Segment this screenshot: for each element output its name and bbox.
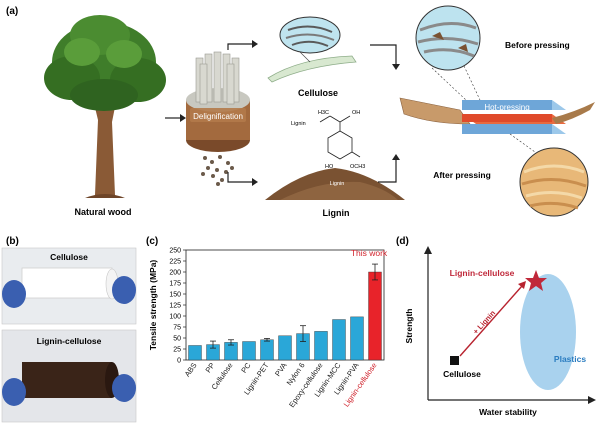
after-pressing-caption: After pressing (433, 170, 491, 180)
y-tick-label: 150 (169, 292, 181, 299)
chem-h3c-label: H3C (318, 110, 329, 116)
hot-press (399, 97, 595, 134)
y-axis-arrowhead (424, 246, 432, 254)
y-tick-label: 0 (177, 358, 181, 365)
strength-stability-diagram: (d) Strength Water stability Plastics + … (396, 236, 596, 417)
lignin-structure (319, 115, 361, 160)
y-tick-label: 200 (169, 270, 181, 277)
tree-illustration (44, 15, 166, 198)
lignin-arrow (459, 285, 523, 357)
panel-b: (b) Cellulose Lignin-cellulose (0, 232, 140, 425)
bar-lignin-cellulose (368, 271, 382, 361)
cellulose-marker (450, 356, 459, 365)
star-marker (525, 270, 547, 291)
bar-pva (278, 335, 292, 361)
panel-a-illustration: (a) Natural wood (6, 5, 595, 218)
diagram-x-label: Water stability (479, 407, 537, 417)
natural-wood-caption: Natural wood (74, 207, 131, 217)
panel-a-label: (a) (6, 6, 18, 17)
chem-och3-label: OCH3 (350, 164, 365, 170)
this-work-annotation: This work (351, 248, 388, 258)
after-pressing-magnifier (509, 133, 589, 217)
delignification-block (186, 51, 250, 186)
lignin-arrowhead (518, 281, 526, 289)
cellulose-photo-caption: Cellulose (50, 252, 88, 262)
arrow-to-lignin (227, 172, 258, 186)
chem-ho-label: HO (325, 164, 334, 170)
panel-d-label: (d) (396, 236, 409, 247)
y-axis-label: Tensile strength (MPa) (148, 260, 158, 351)
panel-d: (d) Strength Water stability Plastics + … (390, 232, 600, 425)
panel-b-label: (b) (6, 236, 19, 247)
panel-a: (a) Natural wood (6, 5, 595, 218)
arrow-cellulose-to-press (370, 44, 400, 70)
arrow-lignin-to-press (378, 154, 400, 183)
y-tick-label: 125 (169, 303, 181, 310)
x-axis-arrowhead (588, 396, 596, 404)
before-pressing-caption: Before pressing (505, 40, 570, 50)
chem-lignin-label: Lignin (291, 121, 306, 127)
cellulose-illustration (267, 16, 357, 83)
plastics-region (520, 274, 576, 390)
y-tick-label: 225 (169, 259, 181, 266)
bar-lignin-pet (260, 339, 274, 361)
lignin-cellulose-photo-caption: Lignin-cellulose (37, 336, 102, 346)
y-tick-label: 25 (173, 347, 181, 354)
bar-lignin-pva (350, 316, 364, 361)
x-tick-label: PP (204, 361, 217, 374)
cellulose-point-label: Cellulose (443, 369, 481, 379)
chem-oh-label: OH (352, 110, 360, 116)
diagram-axes (427, 252, 590, 401)
x-tick-label: ABS (183, 361, 199, 378)
y-tick-label: 50 (173, 336, 181, 343)
y-tick-label: 250 (169, 248, 181, 255)
x-tick-label: PC (239, 361, 253, 375)
arrow-tree-to-block (165, 114, 186, 122)
y-tick-label: 100 (169, 314, 181, 321)
chem-lignin2-label: Lignin (330, 181, 345, 187)
bar-abs (188, 345, 202, 361)
delignification-label: Delignification (193, 112, 243, 121)
bar-pc (242, 341, 256, 361)
y-tick-label: 175 (169, 281, 181, 288)
y-tick-label: 75 (173, 325, 181, 332)
plastics-label: Plastics (554, 354, 586, 364)
lignin-cellulose-point-label: Lignin-cellulose (450, 268, 515, 278)
lignin-caption: Lignin (323, 208, 350, 218)
diagram-y-label: Strength (404, 309, 414, 344)
lignin-pile (265, 168, 405, 200)
bar-epoxy-cellulose (314, 331, 328, 361)
panel-c-label: (c) (146, 236, 158, 247)
cellulose-caption: Cellulose (298, 88, 338, 98)
bar-lignin-mcc (332, 319, 346, 361)
before-pressing-magnifier (415, 5, 481, 101)
arrow-to-cellulose (227, 40, 258, 50)
x-tick-label: PVA (273, 361, 289, 378)
hot-pressing-label: Hot-pressing (484, 103, 529, 112)
panel-b-photos: (b) Cellulose Lignin-cellulose (1, 236, 137, 423)
lignin-arrow-label: + Lignin (471, 308, 497, 336)
